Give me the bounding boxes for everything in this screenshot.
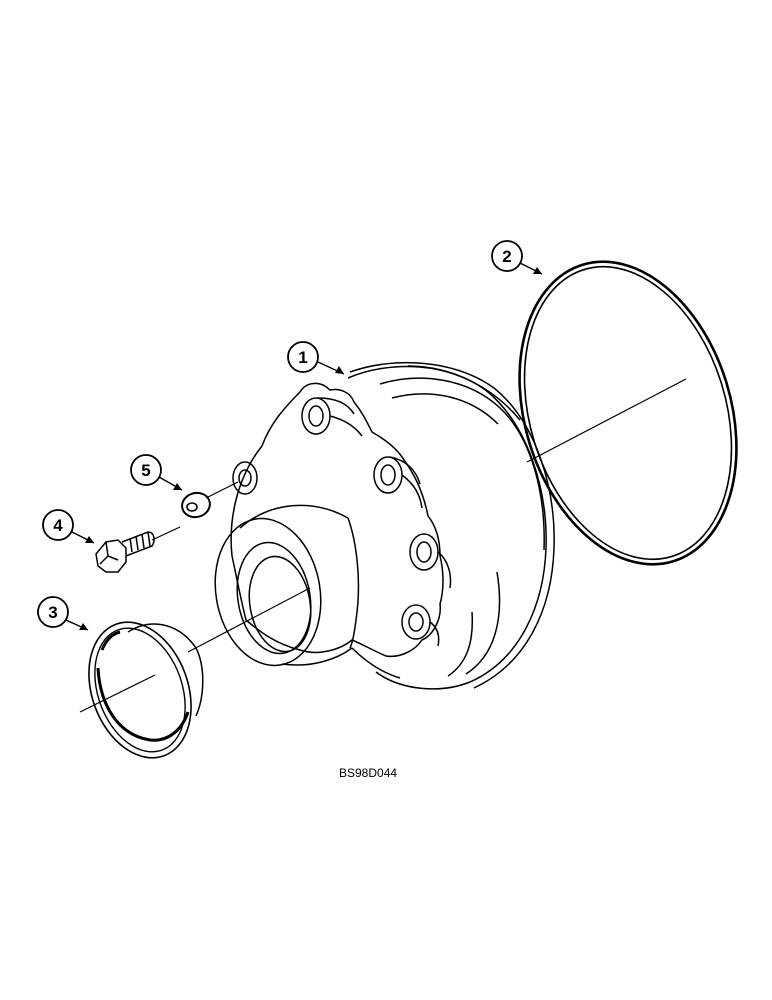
- callout-3: 3: [37, 596, 89, 631]
- callout-2-label: 2: [502, 247, 511, 266]
- seal-center-axis: [79, 674, 156, 713]
- callout-1: 1: [287, 341, 345, 375]
- figure-code: BS98D044: [339, 766, 397, 780]
- o-ring-part-2: [518, 260, 738, 566]
- callout-2: 2: [491, 240, 543, 275]
- callout-3-label: 3: [48, 603, 57, 622]
- callout-4: 4: [42, 509, 95, 544]
- screw-center-axis: [151, 526, 181, 541]
- seal-ring-part-3: [88, 621, 204, 759]
- washer-center-axis: [205, 481, 239, 499]
- hub-housing-part-1: [214, 361, 555, 690]
- callout-4-label: 4: [53, 516, 63, 535]
- hub-center-axis: [187, 587, 311, 653]
- callout-1-label: 1: [298, 348, 307, 367]
- callout-5-label: 5: [141, 461, 150, 480]
- o-ring-center-axis: [526, 378, 687, 463]
- washer-part-5: [181, 491, 211, 519]
- cap-screw-part-4: [95, 531, 155, 573]
- callout-5: 5: [130, 454, 183, 491]
